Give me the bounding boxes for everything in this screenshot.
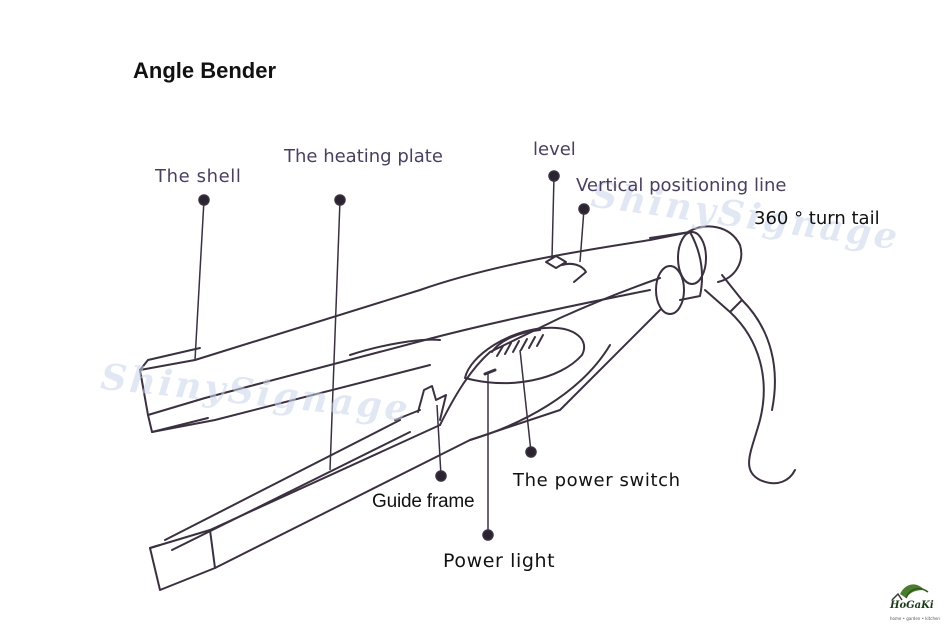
label-guide-frame: Guide frame [372,491,475,512]
power-light-indicator [483,368,497,376]
hinge-pivot [655,265,685,315]
swivel-tail [677,225,796,485]
vertical-line-slot [561,262,587,283]
label-power-switch: The power switch [513,470,681,491]
guide-frame-part [417,385,447,421]
power-switch-ridges [496,334,544,357]
leader-power-switch [519,349,537,458]
label-level: level [533,139,576,160]
leader-heating-plate [329,194,346,471]
leader-power-light [482,373,494,541]
leader-vertical-line [578,203,590,263]
lower-arm-heating-plate [149,277,661,591]
logo-tagline: home • garden • kitchen [890,616,940,621]
label-shell: The shell [155,166,242,187]
upper-arm-shell [139,231,691,433]
leader-guide-frame [435,404,447,482]
page-title: Angle Bender [133,58,277,83]
leader-shell [194,194,210,361]
logo-name: HoGaKi [890,600,934,611]
label-power-light: Power light [443,550,556,572]
leader-level [548,170,560,259]
power-switch-housing [464,326,586,384]
label-turn-tail: 360 ° turn tail [754,208,880,229]
label-heating-plate: The heating plate [284,146,443,167]
hogaki-logo [891,584,929,601]
label-vertical-line: Vertical positioning line [576,175,787,196]
